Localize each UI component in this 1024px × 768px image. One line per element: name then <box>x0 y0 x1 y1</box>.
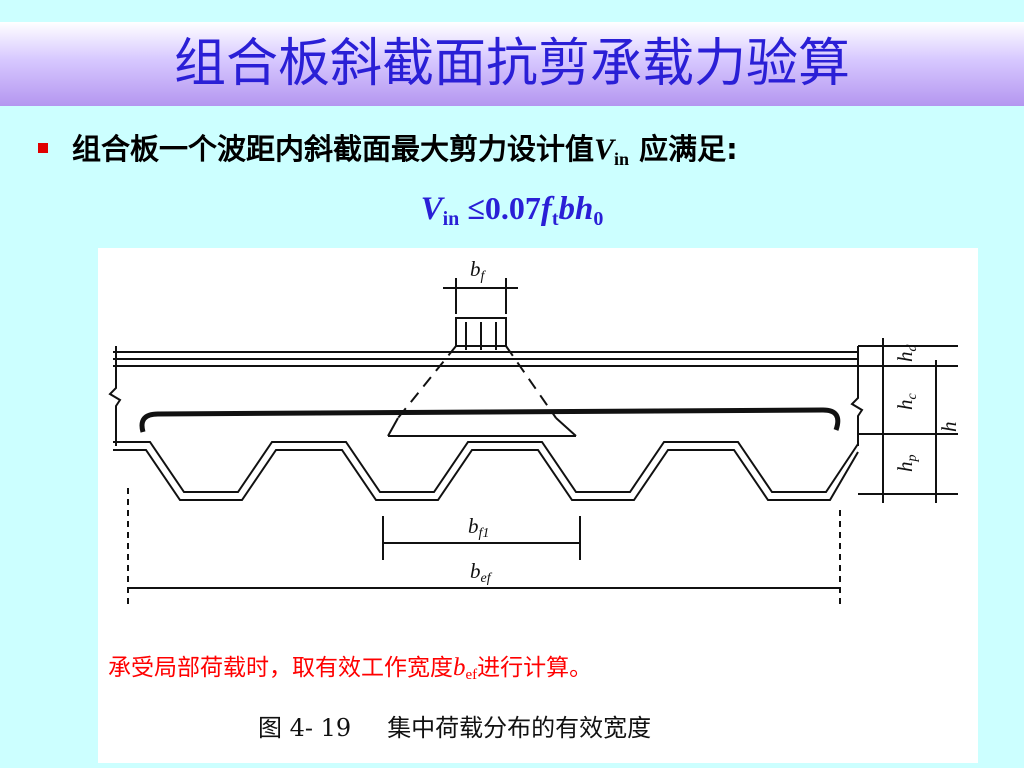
formula-f: f <box>540 191 552 227</box>
formula-relation: ≤0.07 <box>459 190 541 226</box>
bullet-var: V <box>594 133 615 166</box>
slide-title: 组合板斜截面抗剪承载力验算 <box>173 34 850 94</box>
note-text-before: 承受局部荷载时，取有效工作宽度 <box>108 655 453 681</box>
left-break-line <box>108 346 122 446</box>
formula-rest: bh <box>558 191 594 227</box>
load-spread-left-lower <box>387 417 399 437</box>
formula-f-sub: t <box>551 208 559 230</box>
formula-lhs: V <box>420 191 443 227</box>
bullet-text: 组合板一个波距内斜截面最大剪力设计值 <box>72 132 595 166</box>
bf1-label: bf1 <box>468 514 489 541</box>
bullet-square-icon <box>38 143 48 153</box>
formula-rest-sub: 0 <box>593 208 604 230</box>
note-var: b <box>453 654 466 681</box>
caption-number: 图 4- 19 <box>258 714 352 742</box>
caption-text: 集中荷载分布的有效宽度 <box>387 714 652 742</box>
load-spread-right-lower <box>555 417 577 437</box>
deck-profile-inner <box>113 449 859 501</box>
figure-note: 承受局部荷载时，取有效工作宽度bef进行计算。 <box>108 648 968 684</box>
bullet-var-sub: in <box>614 149 630 169</box>
hc-label: hc <box>893 393 920 411</box>
figure-caption: 图 4- 19 集中荷载分布的有效宽度 <box>258 708 858 743</box>
h-label: h <box>937 422 961 433</box>
bullet-text-after: 应满足: <box>629 132 738 166</box>
bullet-point: 组合板一个波距内斜截面最大剪力设计值Vin 应满足: <box>38 126 1008 172</box>
figure-panel: bf bf1 bef hd hc h hp 承受局部荷载时，取有效工作宽度bef… <box>98 248 978 763</box>
note-var-sub: ef <box>465 667 478 683</box>
bef-label: bef <box>470 559 493 586</box>
load-spread-lines <box>397 345 557 419</box>
hd-label: hd <box>893 344 920 363</box>
formula-lhs-sub: in <box>442 208 460 230</box>
reinforcement-bar <box>139 407 841 433</box>
right-break-line <box>850 346 864 446</box>
hp-label: hp <box>893 455 920 473</box>
note-text-after: 进行计算。 <box>477 655 593 681</box>
bf-label: bf <box>470 257 487 284</box>
formula: Vin ≤0.07ftbh0 <box>0 190 1024 231</box>
slab-cross-section-diagram: bf bf1 bef hd hc h hp <box>108 257 961 606</box>
deck-profile-outer <box>113 441 859 493</box>
title-banner: 组合板斜截面抗剪承载力验算 <box>0 22 1024 106</box>
